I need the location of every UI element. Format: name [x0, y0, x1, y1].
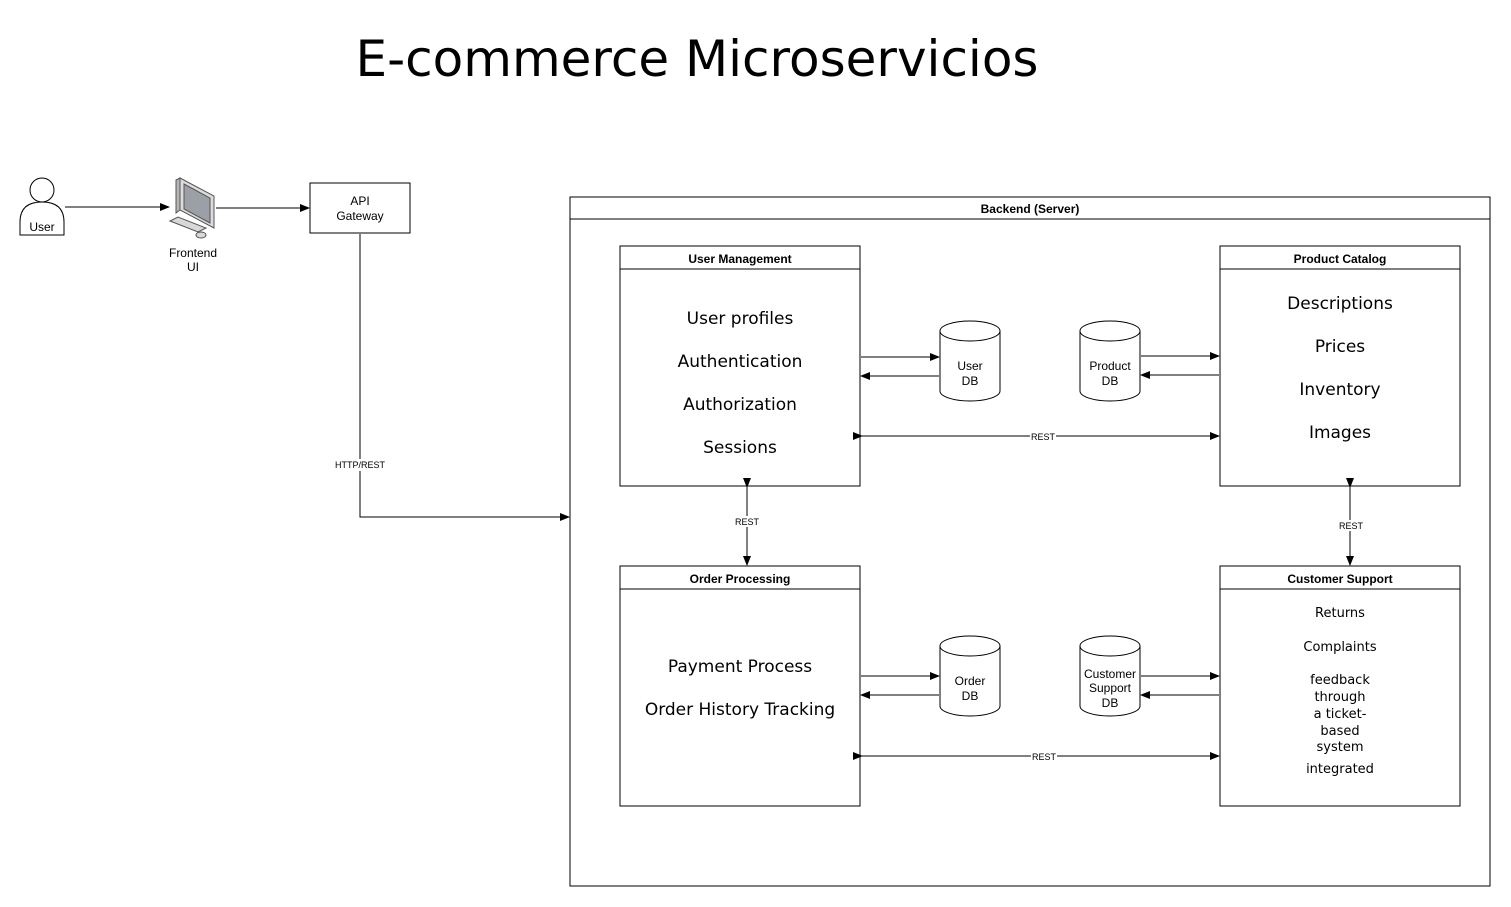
- service-item: Returns: [1315, 606, 1365, 621]
- frontend-node[interactable]: Frontend UI: [168, 177, 217, 274]
- backend-title: Backend (Server): [981, 202, 1080, 216]
- order-processing-service[interactable]: Order Processing Payment Process Order H…: [619, 565, 861, 807]
- service-item: Payment Process: [668, 657, 812, 677]
- service-item: Sessions: [703, 438, 777, 458]
- service-item: Authorization: [683, 395, 797, 415]
- api-gateway-label-line1: API: [350, 194, 369, 208]
- service-item: Prices: [1315, 337, 1365, 357]
- product-support-edge-label: REST: [1339, 521, 1364, 531]
- edge-label-bg: [733, 516, 761, 527]
- edge-label-bg: [1031, 751, 1057, 761]
- api-gateway-node[interactable]: API Gateway: [309, 182, 411, 234]
- customer-support-db[interactable]: Customer Support DB: [1079, 635, 1141, 717]
- customer-support-title: Customer Support: [1287, 572, 1392, 586]
- user-actor[interactable]: User: [19, 177, 65, 236]
- order-db[interactable]: Order DB: [939, 635, 1001, 717]
- computer-icon: [168, 177, 215, 239]
- order-db-label-line1: Order: [955, 674, 986, 688]
- service-item: Inventory: [1299, 380, 1380, 400]
- product-db[interactable]: Product DB: [1079, 320, 1141, 402]
- frontend-label-line2: UI: [187, 260, 199, 274]
- service-item: Descriptions: [1287, 294, 1393, 314]
- edge-label-bg: [330, 459, 390, 471]
- edge-label-bg: [1336, 520, 1364, 531]
- service-item: through: [1314, 690, 1365, 705]
- database-icon: [939, 635, 1001, 717]
- user-label: User: [29, 220, 54, 234]
- database-icon: [1079, 635, 1141, 717]
- database-icon: [939, 320, 1001, 402]
- user-db-label-line2: DB: [962, 374, 979, 388]
- order-processing-title: Order Processing: [690, 572, 791, 586]
- person-icon: [19, 177, 65, 236]
- api-gateway-box: [309, 182, 411, 234]
- gateway-edge-label: HTTP/REST: [335, 460, 386, 470]
- api-gateway-label-line2: Gateway: [336, 209, 383, 223]
- user-order-edge-label: REST: [735, 517, 760, 527]
- frontend-label-line1: Frontend: [169, 246, 217, 260]
- order-support-edge-label: REST: [1032, 752, 1057, 762]
- page-title: E-commerce Microservicios: [356, 30, 1039, 88]
- user-management-service[interactable]: User Management User profiles Authentica…: [619, 245, 861, 487]
- service-item: Complaints: [1303, 640, 1376, 655]
- service-item: system: [1317, 740, 1364, 755]
- edge-label-bg: [1030, 431, 1056, 441]
- customer-support-service[interactable]: Customer Support Returns Complaints feed…: [1219, 565, 1461, 807]
- product-db-label-line2: DB: [1102, 374, 1119, 388]
- database-icon: [1079, 320, 1141, 402]
- support-db-label-line1: Customer: [1084, 667, 1136, 681]
- product-catalog-title: Product Catalog: [1294, 252, 1387, 266]
- service-item: based: [1320, 724, 1359, 739]
- service-item: integrated: [1306, 762, 1374, 777]
- product-db-label-line1: Product: [1089, 359, 1131, 373]
- gateway-to-backend-arrow: [359, 234, 570, 521]
- support-db-label-line3: DB: [1102, 696, 1119, 710]
- service-item: Order History Tracking: [645, 700, 835, 720]
- service-item: a ticket-: [1314, 707, 1367, 722]
- service-item: feedback: [1310, 673, 1370, 688]
- service-item: User profiles: [687, 309, 794, 329]
- user-db[interactable]: User DB: [939, 320, 1001, 402]
- service-item: Authentication: [678, 352, 803, 372]
- support-db-label-line2: Support: [1089, 681, 1132, 695]
- user-product-edge-label: REST: [1031, 432, 1056, 442]
- order-db-label-line2: DB: [962, 689, 979, 703]
- user-db-label-line1: User: [957, 359, 982, 373]
- product-catalog-service[interactable]: Product Catalog Descriptions Prices Inve…: [1219, 245, 1461, 487]
- service-item: Images: [1309, 423, 1371, 443]
- user-management-title: User Management: [688, 252, 791, 266]
